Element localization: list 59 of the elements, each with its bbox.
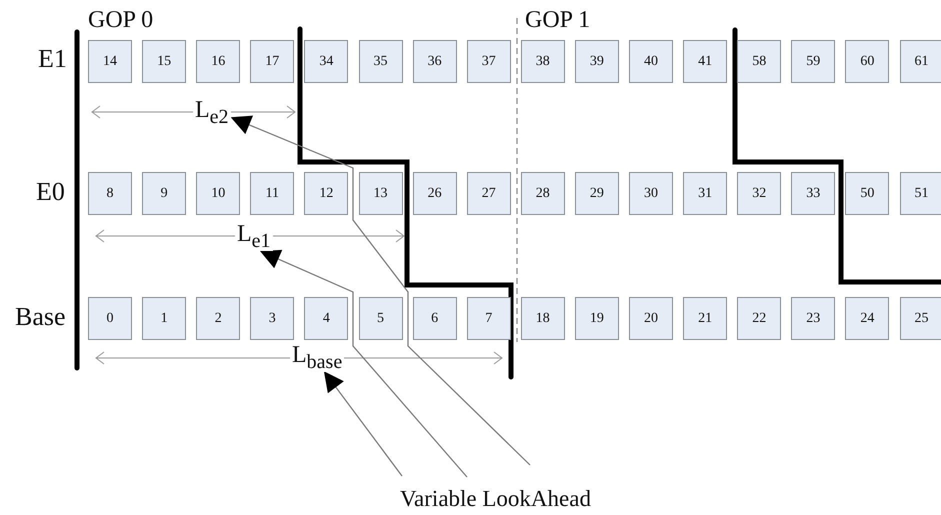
frame-box: 1	[142, 297, 186, 340]
frame-box: 8	[88, 172, 132, 215]
frame-box: 5	[358, 297, 402, 340]
frame-box: 4	[304, 297, 348, 340]
frame-box: 59	[791, 40, 836, 83]
frame-box: 27	[466, 172, 511, 215]
frame-box: 11	[250, 172, 294, 215]
frame-box: 2	[196, 297, 240, 340]
frame-box: 22	[737, 297, 782, 340]
gop-label: GOP 1	[525, 8, 590, 32]
frame-box: 35	[358, 40, 402, 83]
frame-box: 51	[900, 172, 941, 215]
frame-box: 31	[683, 172, 728, 215]
frame-box: 20	[629, 297, 673, 340]
frame-box: 28	[520, 172, 565, 215]
frame-box: 19	[574, 297, 619, 340]
frame-box: 24	[845, 297, 890, 340]
frame-box: 58	[737, 40, 782, 83]
length-label: L$_{base}$	[290, 343, 344, 372]
frame-box: 61	[900, 40, 941, 83]
layer-label: E1	[38, 46, 67, 72]
frame-box: 23	[791, 297, 836, 340]
frame-box: 12	[304, 172, 348, 215]
frame-box: 14	[88, 40, 132, 83]
arrow	[260, 250, 468, 478]
frame-box: 9	[142, 172, 186, 215]
frame-box: 3	[250, 297, 294, 340]
frame-box: 0	[88, 297, 132, 340]
frame-box: 13	[358, 172, 402, 215]
frame-box: 25	[900, 297, 941, 340]
frame-box: 39	[574, 40, 619, 83]
frame-box: 33	[791, 172, 836, 215]
frame-box: 60	[845, 40, 890, 83]
frame-box: 26	[412, 172, 457, 215]
frame-box: 7	[466, 297, 511, 340]
frame-box: 29	[574, 172, 619, 215]
frame-box: 17	[250, 40, 294, 83]
frame-box: 30	[629, 172, 673, 215]
arrow	[230, 116, 530, 466]
frame-box: 21	[683, 297, 728, 340]
frame-box: 38	[520, 40, 565, 83]
frame-box: 6	[412, 297, 457, 340]
frame-box: 41	[683, 40, 728, 83]
frame-box: 34	[304, 40, 348, 83]
frame-box: 10	[196, 172, 240, 215]
length-label: L$_{e1}$	[235, 222, 273, 251]
frame-box: 40	[629, 40, 673, 83]
annotation-text: Variable LookAhead	[400, 487, 591, 510]
frame-box: 18	[520, 297, 565, 340]
gop-label: GOP 0	[88, 8, 154, 32]
layer-label: E0	[36, 179, 65, 205]
frame-box: 15	[142, 40, 186, 83]
frame-box: 16	[196, 40, 240, 83]
frame-box: 37	[466, 40, 511, 83]
frame-box: 36	[412, 40, 457, 83]
layer-label: Base	[15, 304, 66, 330]
frame-box: 32	[737, 172, 782, 215]
arrow	[324, 371, 402, 476]
frame-box: 50	[845, 172, 890, 215]
